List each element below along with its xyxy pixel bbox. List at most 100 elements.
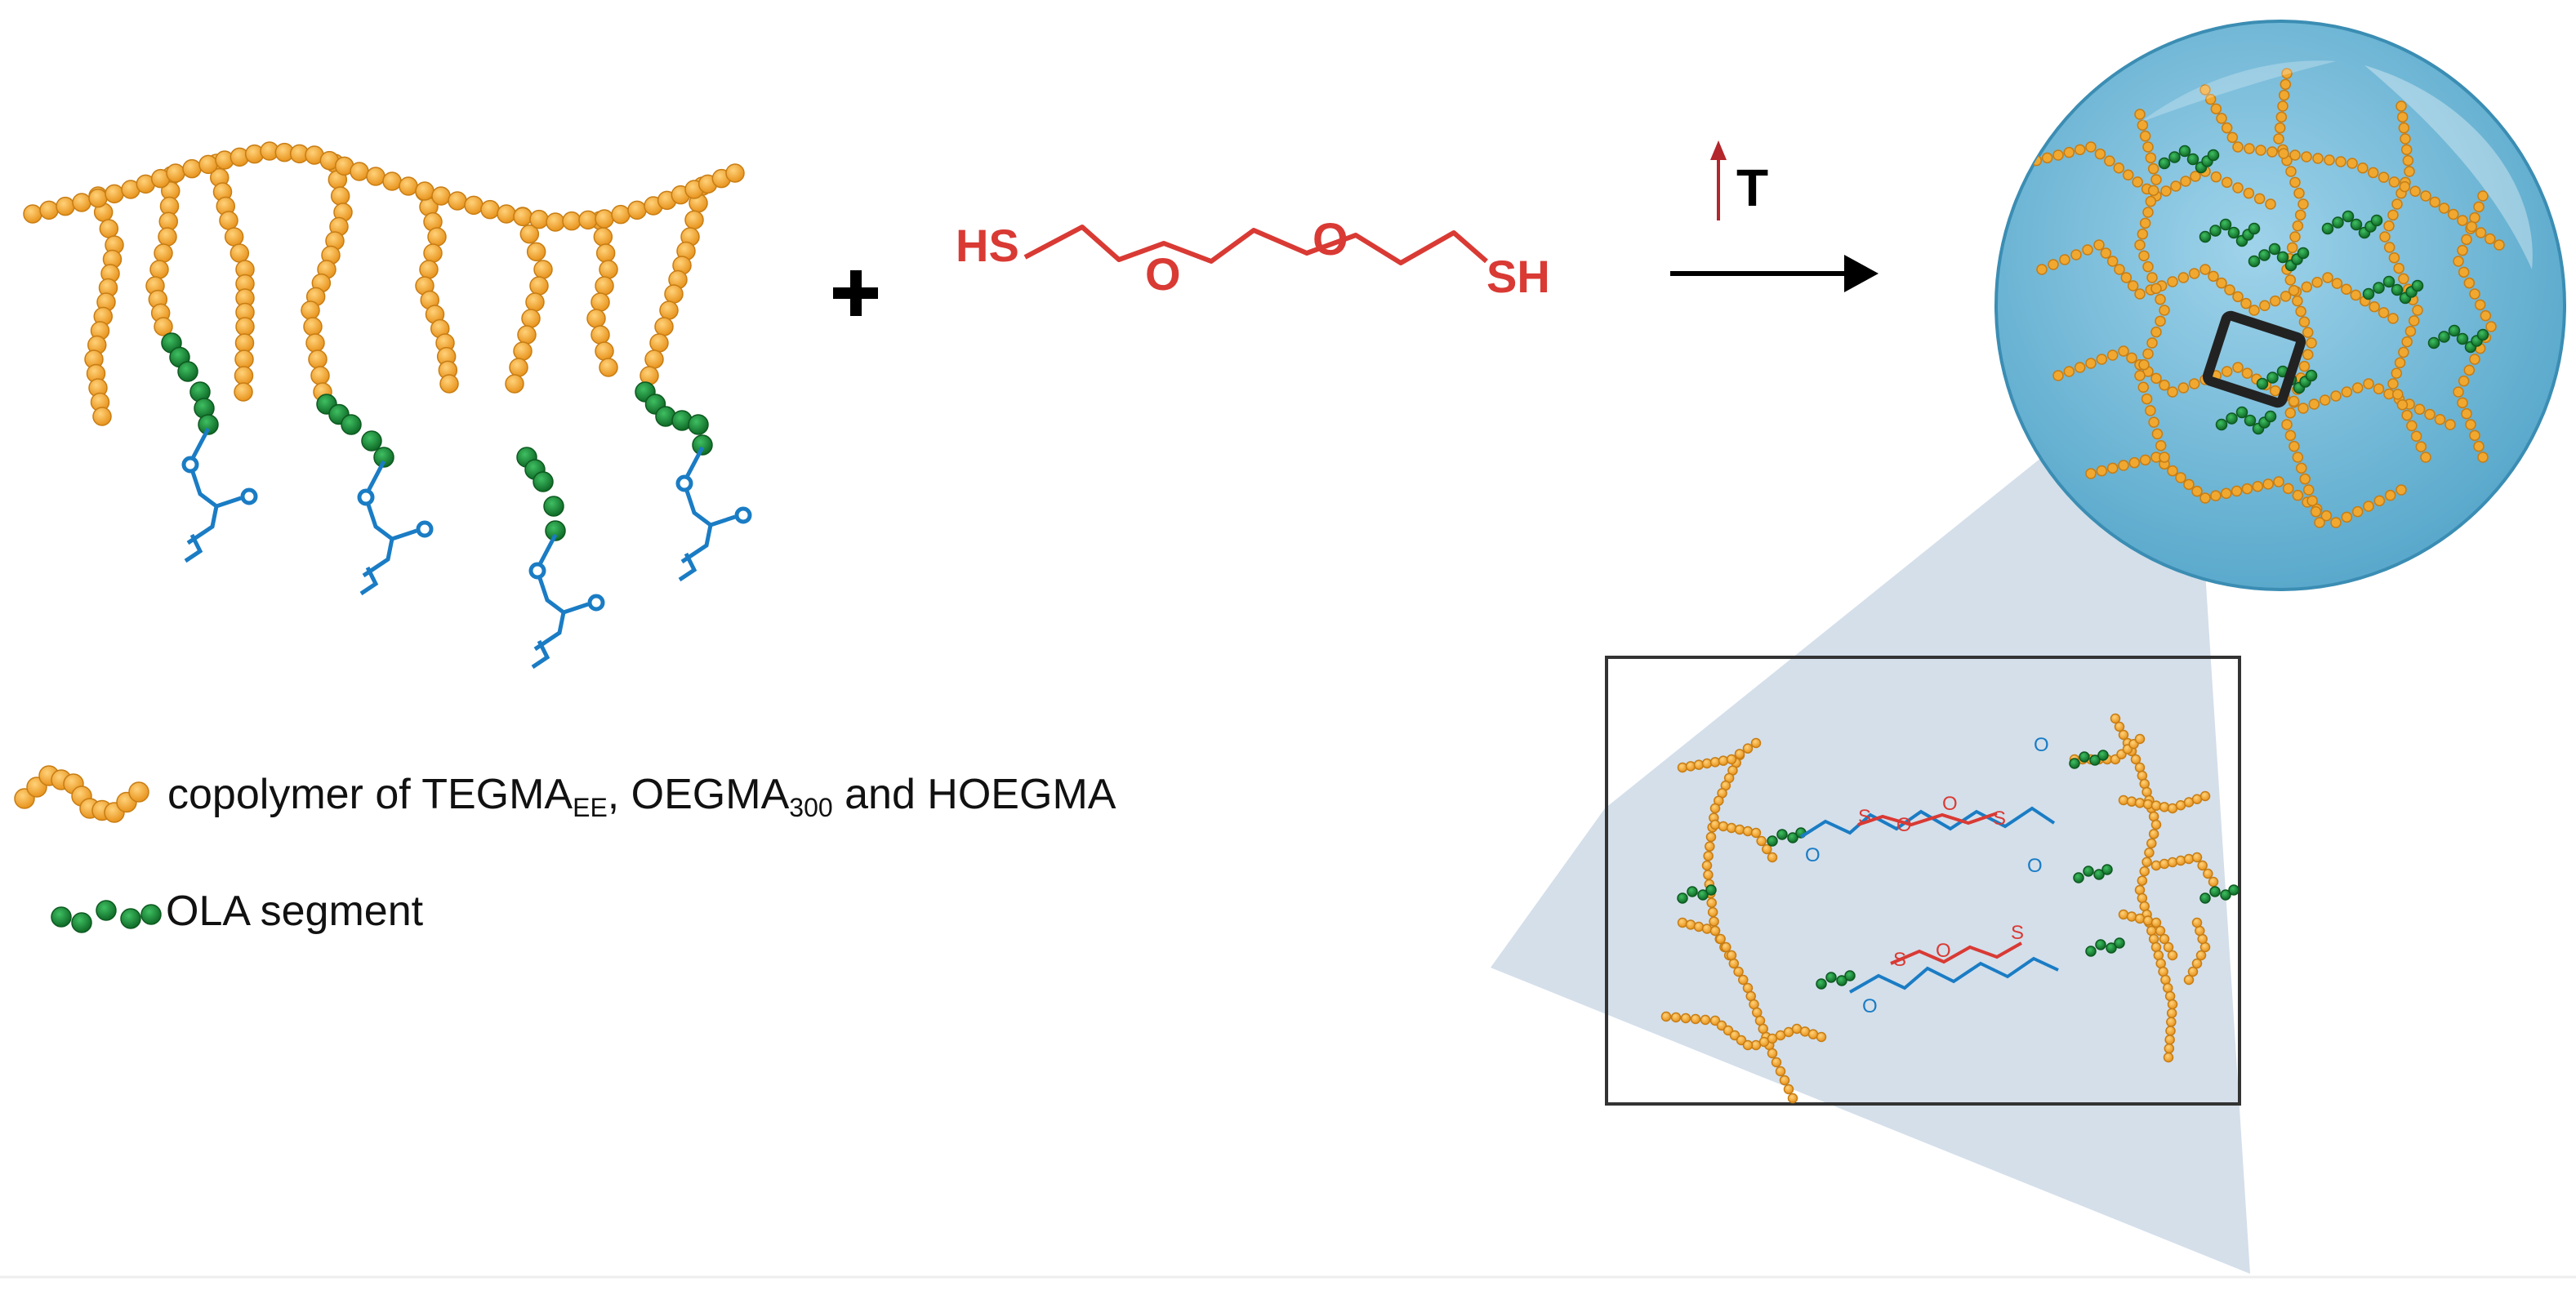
network-bead	[2399, 180, 2411, 193]
network-bead	[2175, 472, 2186, 483]
inset-copolymer-bead	[1701, 860, 1713, 871]
inset-ola-bead	[2079, 751, 2090, 763]
network-bead	[2402, 154, 2414, 167]
inset-copolymer-bead	[2183, 974, 2195, 986]
network-bead	[2145, 195, 2157, 207]
network-bead	[2273, 476, 2284, 487]
network-bead	[2445, 419, 2456, 430]
network-bead	[2183, 478, 2195, 491]
network-bead	[2289, 440, 2300, 452]
copolymer-bead	[423, 243, 443, 263]
network-bead	[2400, 144, 2413, 156]
network-bead	[2145, 152, 2157, 164]
network-bead	[2494, 239, 2505, 251]
network-bead	[2301, 281, 2313, 293]
network-ola-bead	[2199, 230, 2212, 243]
network-ola-bead	[2350, 218, 2363, 231]
zoom-region-marker	[2202, 310, 2306, 408]
copolymer-bead	[578, 210, 598, 230]
inset-copolymer-bead	[1701, 923, 1713, 934]
network-bead	[2306, 337, 2317, 349]
network-bead	[2150, 372, 2162, 385]
inset-ether-o-2: O	[1942, 793, 1958, 815]
acrylate-group	[184, 427, 242, 563]
inset-copolymer-bead	[2142, 799, 2154, 810]
network-bead	[2288, 395, 2300, 407]
network-ola-bead	[2226, 412, 2238, 425]
inset-copolymer-bead	[1705, 831, 1717, 843]
inset-copolymer-bead	[2191, 852, 2203, 863]
inset-copolymer-bead	[1726, 950, 1737, 961]
network-ola-bead	[2305, 369, 2318, 382]
network-ola-bead	[2382, 275, 2396, 288]
network-bead	[2394, 357, 2406, 369]
network-bead	[2302, 327, 2314, 338]
ola-bead	[688, 414, 709, 435]
network-bead	[2469, 429, 2480, 442]
inset-ola-bead	[1697, 889, 1709, 901]
inset-copolymer-bead	[1685, 919, 1696, 930]
copolymer-bead	[39, 200, 59, 220]
network-bead	[2232, 362, 2244, 373]
network-bead	[2275, 111, 2288, 123]
network-bead	[2298, 316, 2311, 328]
network-bead	[2104, 155, 2115, 167]
inset-copolymer-bead	[2148, 829, 2159, 839]
network-bead	[2199, 492, 2211, 504]
inset-ola-bead	[1687, 886, 1698, 897]
thiol-left-label: HS	[956, 220, 1019, 271]
network-ola-bead	[2332, 216, 2344, 229]
network-bead	[2401, 409, 2413, 421]
network-bead	[2373, 495, 2386, 507]
network-bead	[2292, 295, 2303, 307]
network-bead	[2063, 366, 2075, 377]
inset-copolymer-bead	[2164, 1043, 2175, 1054]
network-bead	[2074, 362, 2086, 373]
network-bead	[2310, 505, 2322, 518]
network-ola-bead	[2391, 283, 2404, 296]
inset-copolymer-bead	[2114, 721, 2125, 732]
network-bead	[2221, 366, 2233, 377]
network-bead	[2294, 209, 2306, 221]
inset-copolymer-bead	[2199, 790, 2211, 802]
inset-copolymer-bead	[1750, 827, 1762, 839]
network-bead	[2438, 202, 2450, 214]
network-bead	[2312, 153, 2324, 164]
inset-copolymer-bead	[2191, 958, 2203, 969]
ester-oxygen	[528, 562, 546, 580]
inset-copolymer-bead	[1767, 852, 1778, 863]
inset-copolymer-bead	[2137, 875, 2148, 886]
copolymer-bead	[497, 204, 516, 224]
inset-ola-bead	[2069, 758, 2080, 769]
network-bead	[2070, 249, 2082, 260]
network-bead	[2048, 259, 2059, 270]
inset-copolymer-bead	[2134, 913, 2146, 924]
inset-copolymer-bead	[2197, 860, 2208, 871]
legend-ola-bead	[71, 912, 92, 933]
inset-copolymer-bead	[2208, 876, 2219, 888]
inset-copolymer-bead	[1762, 843, 1772, 855]
copolymer-bead	[591, 325, 610, 345]
network-bead	[2137, 381, 2150, 394]
network-bead	[2404, 325, 2417, 337]
legend-copolymer-bead	[128, 781, 149, 803]
network-bead	[2383, 220, 2395, 232]
inset-ola-bead	[1767, 835, 1778, 847]
inset-ola-bead	[2101, 864, 2113, 875]
network-bead	[2387, 378, 2399, 389]
network-bead	[2299, 473, 2311, 485]
inset-ola-bead	[1677, 892, 1688, 904]
network-bead	[2278, 89, 2290, 101]
ola-legend-label: OLA segment	[166, 888, 424, 935]
network-bead	[2284, 274, 2297, 286]
network-bead	[2293, 187, 2305, 199]
network-bead	[2408, 315, 2420, 327]
inset-copolymer-bead	[1816, 1031, 1827, 1043]
copolymer-legend-icon	[14, 765, 149, 823]
network-bead	[2093, 239, 2105, 251]
copolymer-bead	[72, 193, 91, 212]
inset-copolymer-bead	[1693, 921, 1705, 932]
network-bead	[2243, 187, 2255, 199]
network-bead	[2137, 119, 2149, 131]
network-bead	[2485, 233, 2496, 245]
